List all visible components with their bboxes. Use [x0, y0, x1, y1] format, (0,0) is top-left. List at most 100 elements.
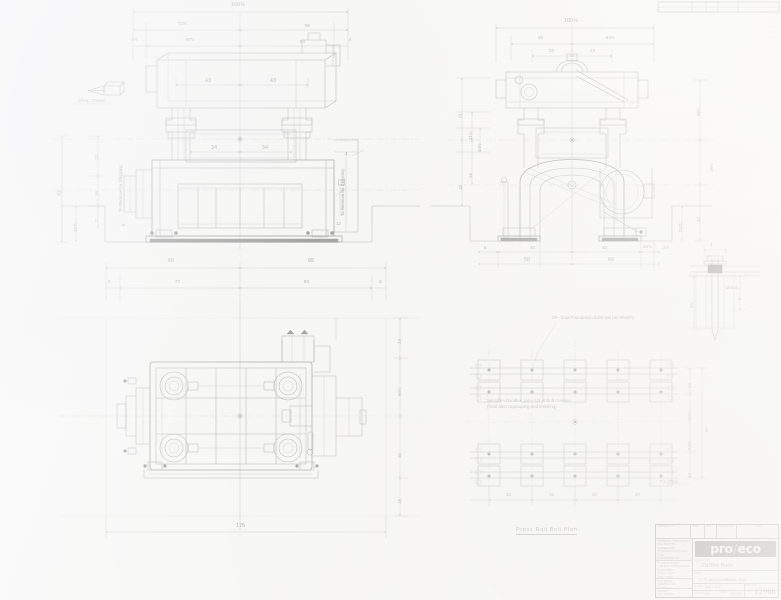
- drawn-label: DRAWN: [694, 591, 705, 595]
- dim-side-height-right-upper: 36½: [696, 107, 701, 116]
- label-fin-floor: Fin. Floor: [660, 479, 679, 484]
- dim-front-height-total: 42: [57, 189, 63, 196]
- dwg-no-box: 12968: [744, 584, 778, 597]
- logo-text: pro/eco: [710, 541, 761, 556]
- tolerance-note: TOLERANCES UNLESS OTHERWISE SPECIFIED FR…: [656, 561, 692, 579]
- dim-front-left-inner: 67½: [186, 37, 195, 42]
- equipment-row: EQUIPMENT 250Ton Press: [693, 558, 778, 571]
- dim-bolt-space-1: 30: [506, 492, 511, 497]
- dim-side-right-partial: 64⅛: [606, 35, 615, 40]
- view-anchor-detail: [688, 246, 760, 341]
- dim-side-inner-right: 23: [590, 48, 595, 53]
- dwg-no-value: 12968: [754, 587, 776, 596]
- revision-table-top: [657, 1, 781, 39]
- dim-side-bottom-left: 50: [524, 257, 531, 263]
- company-copyright-note: PROECO INDUSTRIES ALL RIGHTS RESERVED TH…: [656, 539, 692, 561]
- dim-front-beam-left: 43: [205, 78, 212, 84]
- dwg-no-label: DWG. NO.: [745, 583, 758, 587]
- dim-bolt-vert-c: 24½: [687, 441, 692, 450]
- dim-anchor-a: 3: [710, 242, 713, 247]
- note-remove-shipping-left: To Remove for Shipping: [118, 165, 123, 212]
- dim-bolt-space-2: 30: [549, 492, 554, 497]
- dim-front-misc-d: 12: [336, 221, 341, 226]
- rev-col-zone: ZONE: [692, 525, 699, 528]
- dim-front-right-partial: 88: [305, 23, 310, 28]
- scale-label: SCALE: [694, 584, 704, 588]
- title-label: TITLE: [694, 571, 702, 575]
- label-anchor-grout: Grout: [726, 285, 737, 290]
- dim-front-height-lower: 7: [94, 219, 99, 222]
- dim-plan-edge-right: 3: [379, 279, 382, 284]
- title-block: DRAWING NO. ZONE REV. DESCRIPTION DATE P…: [655, 524, 780, 598]
- dim-front-bolster-left: 34: [211, 145, 218, 151]
- dim-plan-right-top: 24: [397, 339, 402, 344]
- dim-side-height-b: 21½: [468, 131, 473, 140]
- dim-side-height-right-mid: 18½: [709, 163, 714, 172]
- title-block-left-column: PROECO INDUSTRIES ALL RIGHTS RESERVED TH…: [656, 539, 693, 597]
- dim-side-overall-width: 100⅛: [564, 18, 578, 24]
- title-block-right-column: pro/eco EQUIPMENT 250Ton Press TITLE G.A…: [693, 539, 778, 597]
- dim-bolt-vert-b: 24½: [687, 411, 692, 420]
- drawn-row: DRAWN J.B. DATE 4/12/93: [693, 591, 778, 599]
- title-row: TITLE G.A. and Installation Data: [693, 571, 778, 584]
- dim-anchor-d: 24: [689, 303, 694, 308]
- dim-anchor-e: 6: [737, 297, 742, 300]
- dim-plan-inner-right: 93: [304, 279, 309, 284]
- equipment-value: 250Ton Press: [701, 563, 734, 569]
- dim-plan-right-mid: 60½: [397, 387, 402, 396]
- dim-side-base-right: 40: [602, 245, 607, 250]
- dim-plan-top-left: 80: [168, 258, 175, 264]
- dim-side-left-partial: 46: [538, 35, 543, 40]
- dim-front-overall-width: 160⅛: [231, 2, 245, 8]
- date-label: DATE: [719, 590, 726, 594]
- note-shim-bundles: Set Shim Bundles 1/4 + 1/2 at Bolt Centr…: [487, 398, 571, 409]
- drawn-value: J.B.: [704, 591, 710, 596]
- note-remove-shipping-right: To Remove for Shipping: [340, 169, 345, 216]
- dim-bolt-vert-d: 12: [687, 473, 692, 478]
- dim-plan-right-bottom: 18: [397, 499, 402, 504]
- dim-plan-inner-left: 77: [175, 279, 180, 284]
- dim-front-height-mid: 18: [94, 191, 99, 196]
- dim-side-base-end: 20⅛: [643, 244, 652, 249]
- dim-bolt-vert-a: 12: [687, 383, 692, 388]
- dim-front-bolster-right: 34: [262, 145, 269, 151]
- dim-front-misc-a: 6: [121, 223, 126, 226]
- dim-side-inner-left: 23: [549, 48, 554, 53]
- view-bolt-plan: [466, 322, 708, 506]
- date-value: 4/12/93: [731, 591, 742, 596]
- title-block-revision-header: DRAWING NO. ZONE REV. DESCRIPTION DATE: [656, 525, 780, 539]
- dim-side-height-right-lower: 42: [696, 217, 701, 222]
- dim-plan-right-lower: 40: [397, 453, 402, 458]
- dim-bolt-space-3: 30: [592, 492, 597, 497]
- label-shop-travel: Shop Travel: [78, 98, 106, 103]
- dim-plan-overall-length: 175: [236, 523, 246, 529]
- dim-side-height-c: 14½: [477, 143, 482, 152]
- proeco-logo: pro/eco: [695, 540, 776, 557]
- shop-travel-arrow: [86, 81, 125, 96]
- dim-front-right-inner: 84: [300, 39, 305, 44]
- dim-side-base-edge: 3½: [663, 245, 670, 250]
- dim-bolt-vert-overall: 80: [704, 427, 709, 432]
- title-value: G.A. and Installation Data: [699, 577, 748, 582]
- dim-bolt-space-4: 30: [635, 492, 640, 497]
- dim-front-left-partial: 72⅜: [178, 21, 187, 26]
- dim-plan-top-right: 95: [308, 258, 315, 264]
- dim-front-edge-left: 4½: [131, 37, 138, 42]
- dim-front-misc-c: 4: [345, 151, 348, 156]
- dim-plan-edge-left: 3: [108, 279, 111, 284]
- rev-col-description: DESCRIPTION: [718, 525, 735, 528]
- material-note: MATERIAL SEE BILL OF MATERIAL: [656, 579, 692, 589]
- dim-side-pit-depth: 23 ft.: [678, 222, 683, 232]
- dim-front-beam-right: 43: [270, 78, 277, 84]
- equipment-label: EQUIPMENT: [694, 558, 710, 562]
- note-foundation-bolts: 20 - 1¼ø Foundation Bolts (as per sketch…: [552, 315, 634, 320]
- dim-side-foot-left: 6: [484, 245, 487, 250]
- dim-side-height-a: 21: [458, 113, 463, 118]
- dim-front-height-upper: 12: [94, 155, 99, 160]
- dim-front-edge-right: 4: [349, 37, 352, 42]
- view-front-elevation: [52, 8, 420, 250]
- rev-col-date: DATE: [756, 525, 763, 528]
- dim-side-bottom-right: 66: [608, 257, 615, 263]
